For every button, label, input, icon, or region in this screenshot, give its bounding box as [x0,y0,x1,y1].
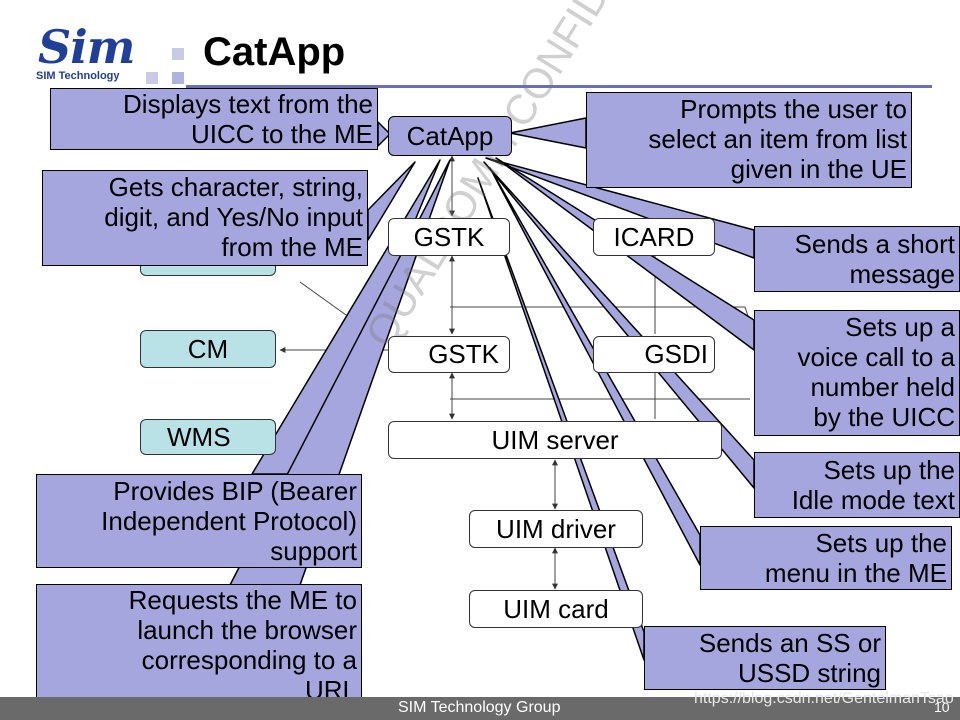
footer-company: SIM Technology Group [398,699,561,716]
callout-line: voice call to a [797,342,955,372]
callout-line: by the UICC [813,402,955,432]
callout-line: Sets up a [845,312,955,342]
callout-display-text: Displays text from the UICC to the ME [50,88,378,150]
callout-setup-menu: Sets up the menu in the ME [700,526,952,590]
callout-line: Gets character, string, [108,172,363,202]
callout-line: Requests the ME to [128,585,357,615]
callout-line: Displays text from the [123,89,373,119]
callout-line: Sets up the [815,528,947,558]
logo: Sim SIM Technology [36,20,136,84]
logo-subtitle: SIM Technology [36,70,120,82]
node-uim-server: UIM server [388,421,722,459]
callout-line: launch the browser [137,615,357,645]
callout-line: support [270,536,357,566]
node-catapp: CatApp [388,116,512,156]
callout-get-input: Gets character, string, digit, and Yes/N… [42,170,368,266]
callout-send-ss: Sends an SS or USSD string [644,626,886,690]
callout-launch-browser: Requests the ME to launch the browser co… [36,584,362,708]
node-cm: CM [140,330,276,368]
callout-line: number held [810,372,955,402]
callout-line: select an item from list [648,124,907,154]
callout-line: Sets up the [823,455,955,485]
callout-send-sms: Sends a short message [754,226,960,292]
node-wms: WMS [140,419,276,455]
node-icard: ICARD [593,218,715,256]
callout-line: Sends a short [794,229,955,259]
callout-line: UICC to the ME [190,119,373,149]
node-uim-card: UIM card [469,590,643,628]
callout-line: Prompts the user to [680,94,907,124]
source-url[interactable]: https://blog.csdn.net/GentelmanTsao [694,690,954,707]
callout-line: Idle mode text [791,485,955,515]
node-gsdi: GSDI [593,336,715,373]
callout-line: Provides BIP (Bearer [113,476,357,506]
callout-bip: Provides BIP (Bearer Independent Protoco… [36,474,362,568]
callout-line: corresponding to a [141,645,357,675]
decor-square [172,72,184,84]
page-number: 10 [934,699,950,715]
callout-line: Sends an SS or [698,628,881,658]
footer-bar [0,697,960,720]
callout-line: given in the UE [730,154,907,184]
logo-wordmark: Sim [38,20,135,74]
decor-square [146,72,158,84]
node-uim-driver: UIM driver [469,510,643,548]
callout-line: USSD string [737,658,881,688]
callout-line: digit, and Yes/No input [104,202,363,232]
callout-line: from the ME [221,232,363,262]
callout-setup-call: Sets up a voice call to a number held by… [754,310,960,436]
callout-line: message [849,259,956,289]
node-gstk: GSTK [388,336,510,373]
callout-select-item: Prompts the user to select an item from … [586,92,912,188]
decor-square [172,48,184,60]
title-rule [186,85,932,88]
callout-line: Independent Protocol) [101,506,357,536]
callout-idle-text: Sets up the Idle mode text [754,452,960,518]
page-title: CatApp [203,30,346,74]
node-gstk-top: GSTK [388,218,510,256]
callout-line: menu in the ME [764,558,947,588]
